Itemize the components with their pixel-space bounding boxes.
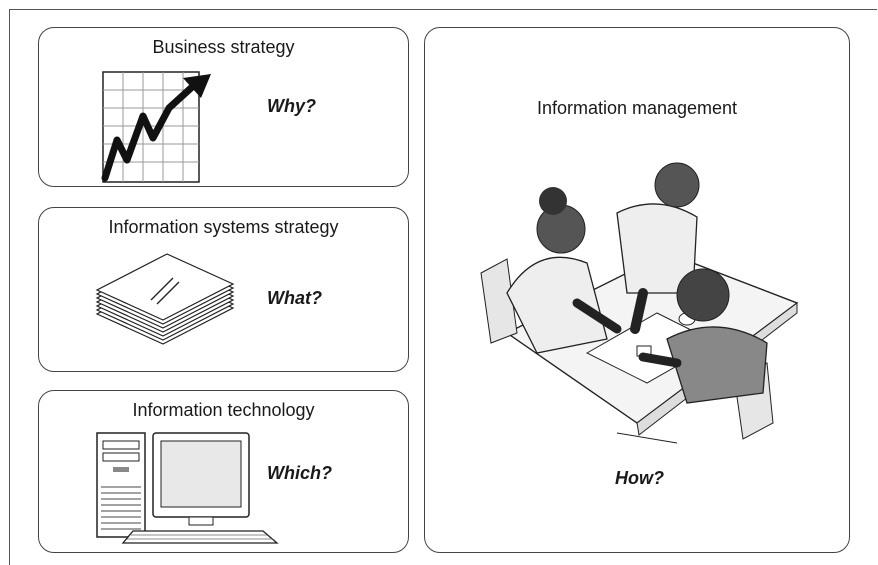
is-strategy-title: Information systems strategy xyxy=(108,217,339,237)
business-strategy-panel: Business strategy Why? xyxy=(38,27,409,187)
growth-chart-icon xyxy=(101,71,211,183)
people-meeting-illustration xyxy=(480,162,799,444)
business-strategy-title: Business strategy xyxy=(152,37,295,57)
what-question: What? xyxy=(267,288,322,308)
information-technology-title: Information technology xyxy=(132,400,315,420)
why-question: Why? xyxy=(267,96,316,116)
desktop-computer-icon xyxy=(96,432,279,544)
document-stack-icon xyxy=(95,253,235,345)
information-management-title: Information management xyxy=(536,98,738,118)
which-question: Which? xyxy=(267,463,332,483)
is-strategy-panel: Information systems strategy What? xyxy=(38,207,409,372)
how-question: How? xyxy=(615,468,664,488)
information-technology-panel: Information technology Which? xyxy=(38,390,409,553)
figure-frame xyxy=(9,9,877,565)
information-management-panel: Information management How? xyxy=(424,27,850,553)
